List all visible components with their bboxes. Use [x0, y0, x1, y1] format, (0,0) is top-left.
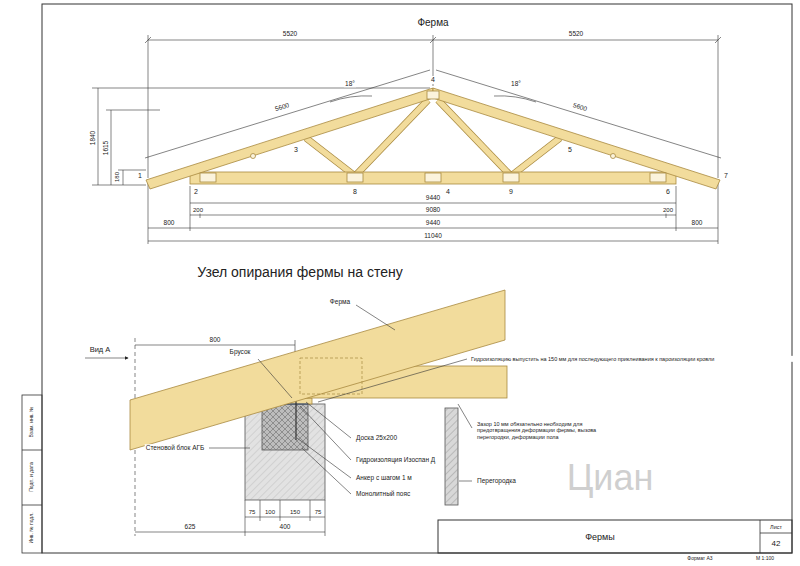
dimension-label: 5600	[571, 101, 589, 113]
dimension-label: 200	[192, 207, 204, 214]
dimension-label: 200	[662, 207, 674, 214]
callout-label: Брусок	[229, 348, 252, 355]
dimension-label: 625	[184, 523, 197, 530]
dimension-label: 800	[163, 219, 176, 226]
dimension-label: 800	[691, 219, 704, 226]
node-number: 2	[193, 188, 199, 196]
node-number: 9	[508, 188, 514, 196]
sheet-field: Лист	[769, 524, 783, 530]
dimension-label: 800	[209, 336, 222, 343]
dimension-label: 400	[279, 523, 292, 530]
drawing-title: Ферма	[416, 17, 449, 29]
sheet-number: 42	[771, 539, 782, 548]
watermark: Циан	[566, 457, 655, 498]
dimension-label: 75	[314, 509, 323, 516]
node-number: 4	[430, 76, 436, 84]
node-number: 4	[445, 188, 451, 196]
sheet-format: Формат А3	[686, 556, 713, 562]
stamp-label: Взам. инв. №	[29, 406, 35, 439]
section-heading: Узел опирания фермы на стену	[196, 264, 403, 280]
view-label: Вид А	[89, 346, 112, 355]
node-number: 1	[137, 172, 143, 180]
callout-label: Гидроизоляция Изоспан Д	[355, 456, 443, 463]
dimension-label: 9440	[425, 194, 441, 201]
angle-label: 18°	[344, 80, 356, 87]
node-number: 5	[567, 146, 573, 154]
callout-label: Перегородка	[476, 477, 517, 484]
dimension-label: 9440	[425, 219, 441, 226]
node-number: 8	[352, 188, 358, 196]
callout-note: Гидроизоляцию выпустить на 150 мм для по…	[470, 356, 794, 362]
callout-label: Анкер с шагом 1 м	[355, 474, 413, 481]
node-number: 3	[293, 146, 299, 154]
dimension-label: 1840	[89, 130, 96, 146]
dimension-label: 11040	[423, 232, 443, 239]
callout-label: Стеновой блок АГБ	[145, 444, 206, 451]
dimension-label: 1615	[102, 140, 109, 156]
callout-label: Доска 25х200	[355, 434, 398, 441]
node-number: 6	[665, 188, 671, 196]
callout-label: Ферма	[329, 298, 351, 305]
stamp-label: Инв. № подл.	[29, 511, 35, 544]
dimension-label: 150	[289, 509, 301, 516]
dimension-label: 5520	[568, 30, 584, 37]
stamp-label: Подп. и дата	[29, 461, 35, 492]
sheet-title: Фермы	[584, 532, 616, 542]
dimension-label: 75	[248, 509, 257, 516]
dimension-label: 5520	[282, 30, 298, 37]
callout-label: Монолитный пояс	[355, 490, 411, 497]
node-number: 7	[723, 172, 729, 180]
dimension-label: 100	[264, 509, 276, 516]
dimension-label: 5600	[273, 101, 291, 113]
callout-note: Зазор 10 мм обязательно необходим для пр…	[476, 421, 628, 440]
dimension-label: 180	[114, 171, 121, 183]
angle-label: 18°	[510, 80, 522, 87]
dimension-label: 9080	[425, 206, 441, 213]
sheet-scale: М 1:100	[755, 556, 775, 562]
